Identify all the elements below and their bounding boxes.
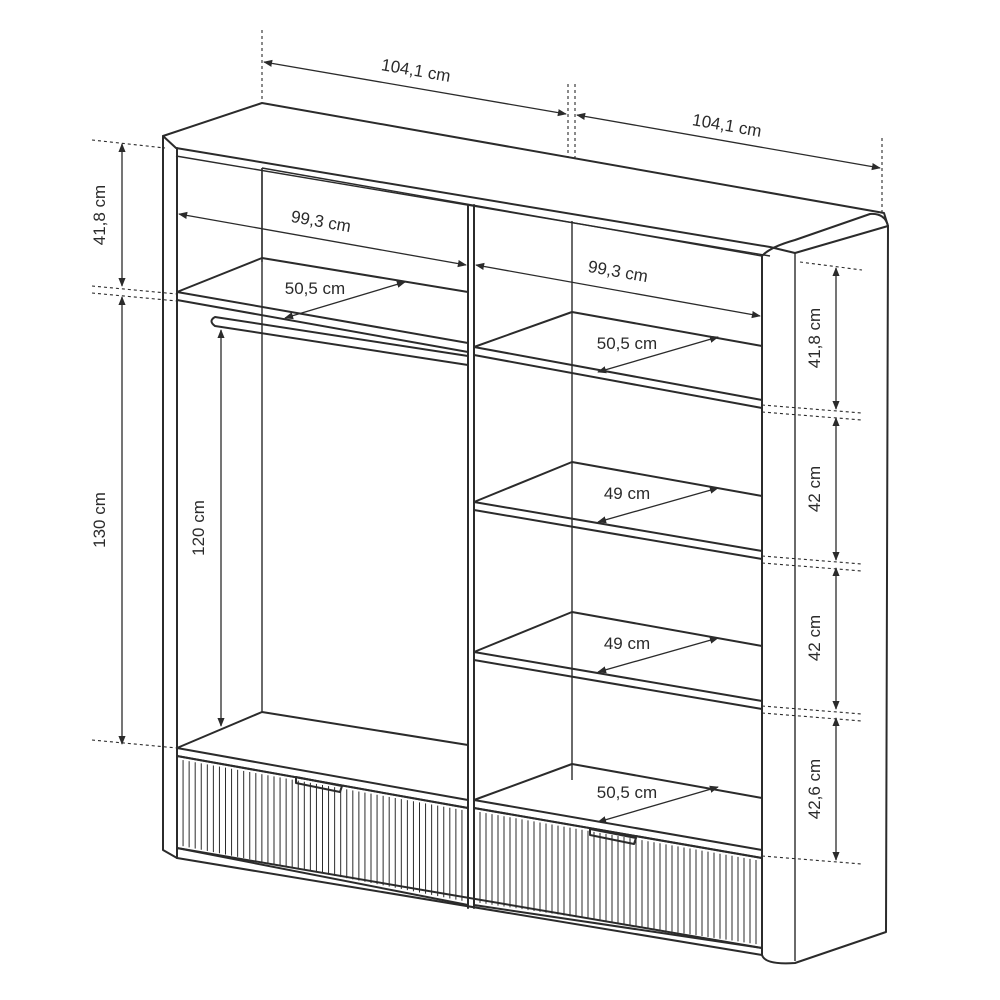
middle-divider <box>467 204 475 909</box>
dim-depth-right-1 <box>597 335 719 374</box>
dim-depth-right-bottom <box>597 785 719 824</box>
right-drawer-flutes <box>479 812 757 945</box>
label-top-width-left: 104,1 cm <box>380 55 452 86</box>
dimension-arrows <box>118 59 881 861</box>
back-top-edge <box>261 167 763 257</box>
label-depth-right-2: 49 cm <box>604 484 650 503</box>
dim-depth-right-2 <box>597 486 719 524</box>
dim-top-width-left <box>263 59 567 117</box>
label-height-left-top: 41,8 cm <box>90 185 109 245</box>
label-height-hanging: 120 cm <box>189 500 208 556</box>
right-drawer-handle <box>589 828 637 845</box>
label-depth-right-bottom: 50,5 cm <box>597 783 657 802</box>
right-shelf-2 <box>473 461 763 560</box>
dimension-labels: 104,1 cm 104,1 cm 99,3 cm 99,3 cm 50,5 c… <box>90 55 824 819</box>
label-height-right-4: 42,6 cm <box>805 759 824 819</box>
left-drawer-handle <box>295 776 343 793</box>
base-plinth <box>176 847 763 956</box>
left-drawer-flutes <box>182 760 463 901</box>
right-drawer-front <box>473 807 763 949</box>
right-side-panel <box>761 212 889 965</box>
label-depth-right-1: 50,5 cm <box>597 334 657 353</box>
hanging-rod <box>210 316 469 366</box>
right-shelf-3 <box>473 611 763 710</box>
dim-top-width-right <box>576 112 881 171</box>
left-drawer-front <box>176 755 469 906</box>
label-height-left-main: 130 cm <box>90 492 109 548</box>
drawers <box>176 755 763 949</box>
label-height-right-2: 42 cm <box>805 466 824 512</box>
dim-depth-right-3 <box>597 636 719 674</box>
label-height-right-1: 41,8 cm <box>805 308 824 368</box>
extension-lines <box>91 30 883 865</box>
label-depth-right-3: 49 cm <box>604 634 650 653</box>
left-side-panel <box>162 135 178 859</box>
label-height-right-3: 42 cm <box>805 615 824 661</box>
dim-inner-width-left <box>178 211 467 268</box>
dim-inner-width-right <box>475 262 761 319</box>
label-inner-width-left: 99,3 cm <box>290 207 353 236</box>
label-depth-left-top: 50,5 cm <box>285 279 345 298</box>
label-inner-width-right: 99,3 cm <box>587 257 650 286</box>
right-shelf-1 <box>473 311 763 409</box>
cabinet-body <box>162 102 889 965</box>
dim-depth-left-top <box>284 280 406 320</box>
